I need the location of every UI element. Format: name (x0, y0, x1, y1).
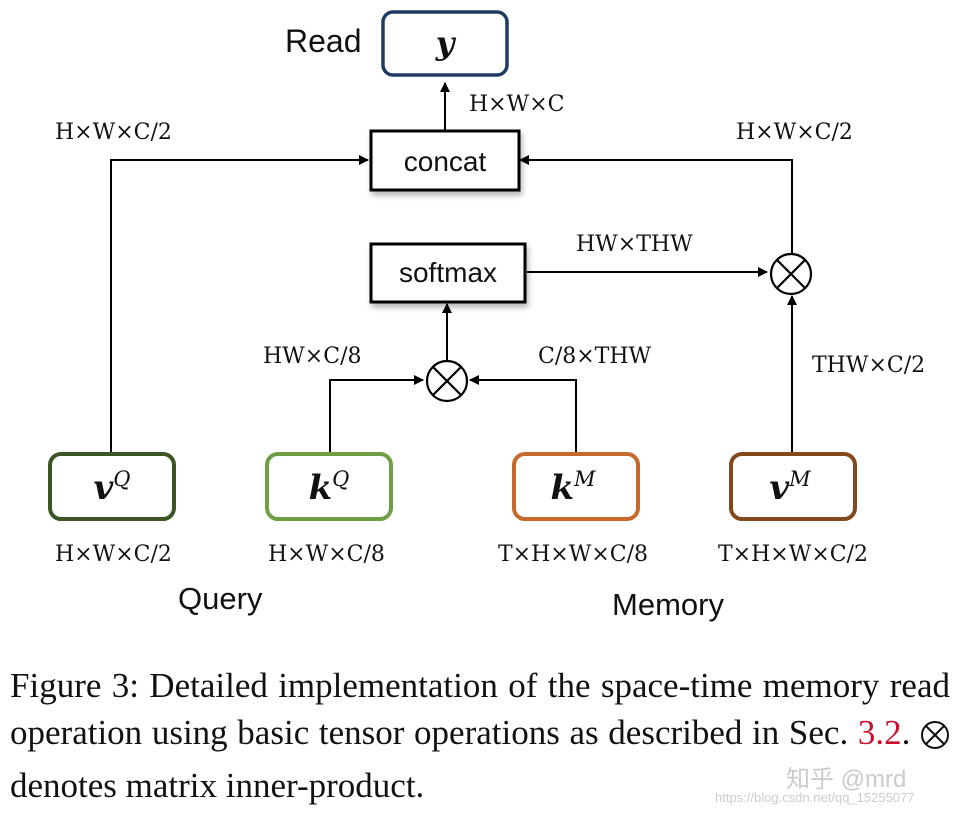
caption-middle: . (901, 713, 911, 752)
y-output-label: y (435, 24, 457, 62)
kQ-label: kQ (309, 467, 350, 508)
kQ-to-product-arrow (329, 375, 424, 455)
otimes-icon (920, 715, 950, 762)
softmax-box (369, 242, 527, 304)
vM-label: vM (769, 467, 811, 508)
kM-label: kM (550, 467, 596, 508)
kQ-dim: H×W×C/8 (268, 542, 385, 567)
kM-dim: T×H×W×C/8 (498, 542, 648, 567)
figure-caption: Figure 3: Detailed implementation of the… (10, 662, 950, 809)
caption-prefix: Figure 3: Detailed implementation of the… (10, 666, 950, 752)
vM-to-concat-dim: H×W×C/2 (736, 120, 853, 145)
read-label: Read (285, 23, 362, 59)
diagram-canvas: Read y H×W×C concat H×W×C/2 H×W×C/2 soft… (48, 10, 925, 622)
vM-dim: T×H×W×C/2 (718, 542, 868, 567)
vQ-dim: H×W×C/2 (55, 542, 172, 567)
product-to-concat-arrow (519, 155, 793, 253)
memory-group-label: Memory (612, 587, 724, 622)
y-output-node (381, 10, 509, 77)
vQ-node (48, 452, 176, 521)
key-product-operator (425, 359, 469, 403)
softmax-label: softmax (399, 257, 497, 288)
caption-suffix: denotes matrix inner-product. (10, 766, 425, 805)
concat-box (369, 129, 521, 192)
concat-label: concat (404, 146, 487, 177)
connections (110, 82, 797, 455)
vM-to-product-dim: THW×C/2 (812, 353, 925, 378)
zhihu-watermark: 知乎 @mrd (786, 766, 907, 793)
softmax-output-dim: HW×THW (576, 232, 693, 257)
kM-to-product-dim: C/8×THW (538, 344, 652, 369)
kQ-to-product-dim: HW×C/8 (263, 344, 361, 369)
kM-to-product-arrow (469, 375, 577, 455)
csdn-watermark: https://blog.csdn.net/qq_15255077 (715, 790, 915, 805)
vQ-label: vQ (94, 467, 131, 508)
kQ-node (265, 452, 393, 521)
vQ-to-concat-dim: H×W×C/2 (55, 120, 172, 145)
vQ-to-concat-arrow (110, 155, 369, 455)
kM-node (512, 452, 640, 521)
y-output-dim: H×W×C (469, 92, 565, 117)
section-reference-link[interactable]: 3.2 (857, 713, 902, 752)
memory-product-operator (769, 252, 813, 296)
query-group-label: Query (178, 581, 263, 616)
vM-node (729, 452, 857, 521)
